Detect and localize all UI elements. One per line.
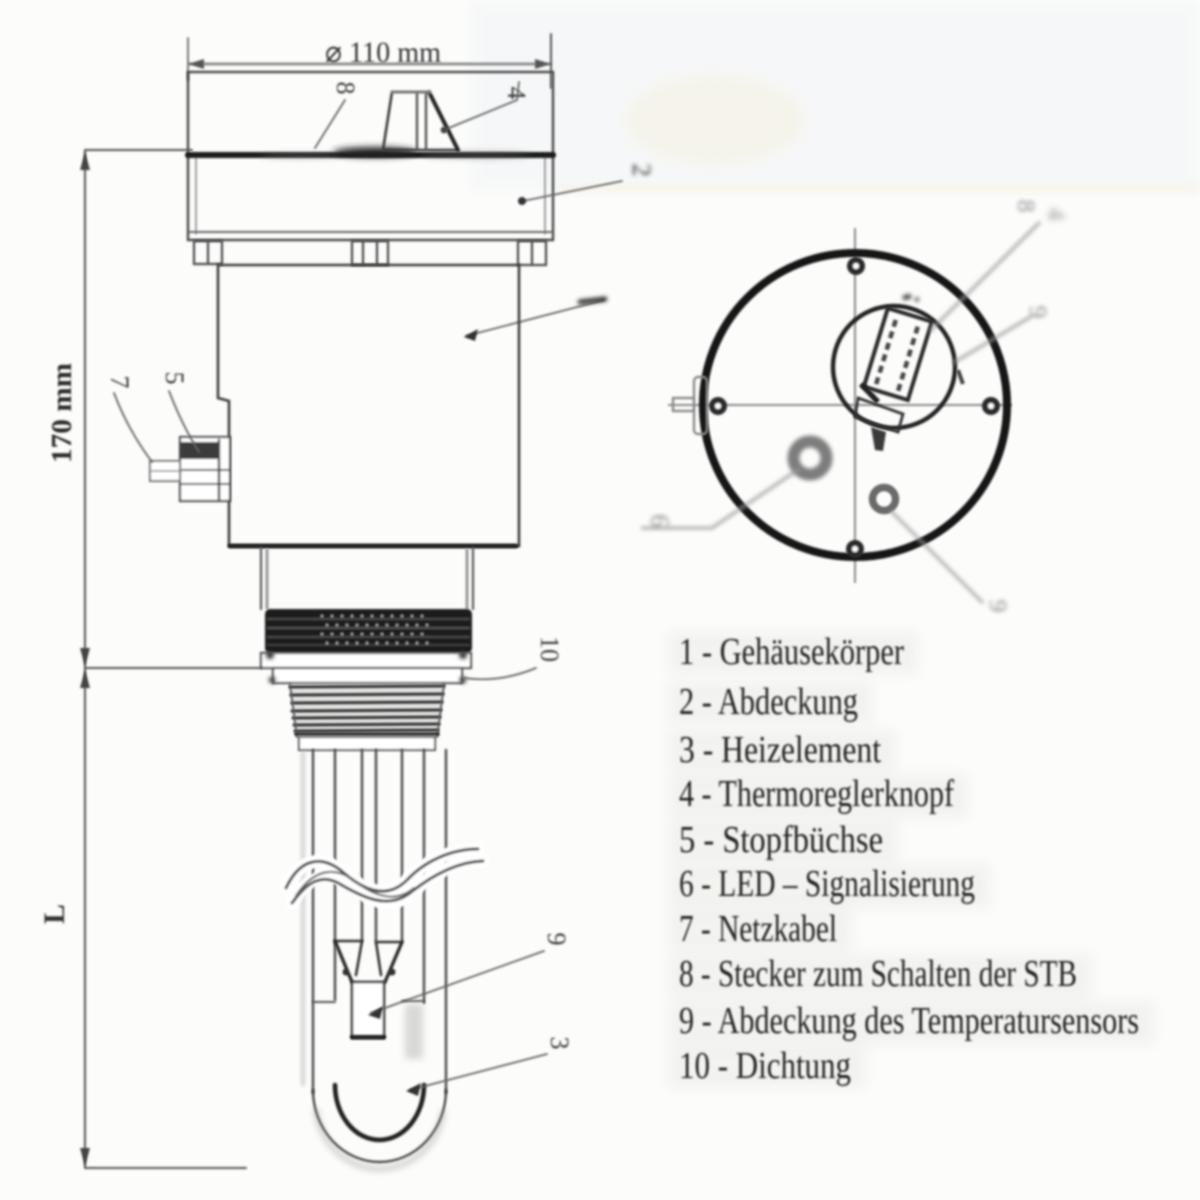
svg-text:10: 10 <box>535 636 564 662</box>
svg-text:9: 9 <box>542 933 571 946</box>
svg-text:8 - Stecker zum Schalten der S: 8 - Stecker zum Schalten der STB <box>679 953 1077 995</box>
svg-text:7 - Netzkabel: 7 - Netzkabel <box>679 908 837 950</box>
svg-text:5 - Stopfbüchse: 5 - Stopfbüchse <box>679 819 883 861</box>
svg-text:6 - LED – Signalisierung: 6 - LED – Signalisierung <box>679 863 975 905</box>
svg-text:5: 5 <box>160 372 189 385</box>
svg-text:10 - Dichtung: 10 - Dichtung <box>679 1045 851 1087</box>
svg-text:1 - Gehäusekörper: 1 - Gehäusekörper <box>679 631 904 673</box>
svg-text:3: 3 <box>545 1037 574 1050</box>
svg-text:4 - Thermoreglerknopf: 4 - Thermoreglerknopf <box>679 773 954 815</box>
svg-text:L: L <box>38 904 71 924</box>
svg-text:8: 8 <box>331 82 360 95</box>
svg-text:6: 6 <box>645 514 675 528</box>
svg-text:7: 7 <box>105 376 134 389</box>
svg-text:2: 2 <box>627 164 656 177</box>
svg-text:⌀ 110 mm: ⌀ 110 mm <box>325 36 441 69</box>
svg-text:8: 8 <box>1012 200 1039 213</box>
svg-text:9: 9 <box>984 600 1011 613</box>
svg-text:4: 4 <box>502 87 531 100</box>
svg-text:2 - Abdeckung: 2 - Abdeckung <box>679 681 858 723</box>
svg-text:9: 9 <box>1024 306 1051 319</box>
svg-text:3 - Heizelement: 3 - Heizelement <box>679 729 881 771</box>
svg-text:4: 4 <box>1042 208 1069 221</box>
svg-text:170 mm: 170 mm <box>47 363 78 463</box>
svg-text:9 - Abdeckung des Temperaturse: 9 - Abdeckung des Temperatursensors <box>679 1000 1139 1042</box>
